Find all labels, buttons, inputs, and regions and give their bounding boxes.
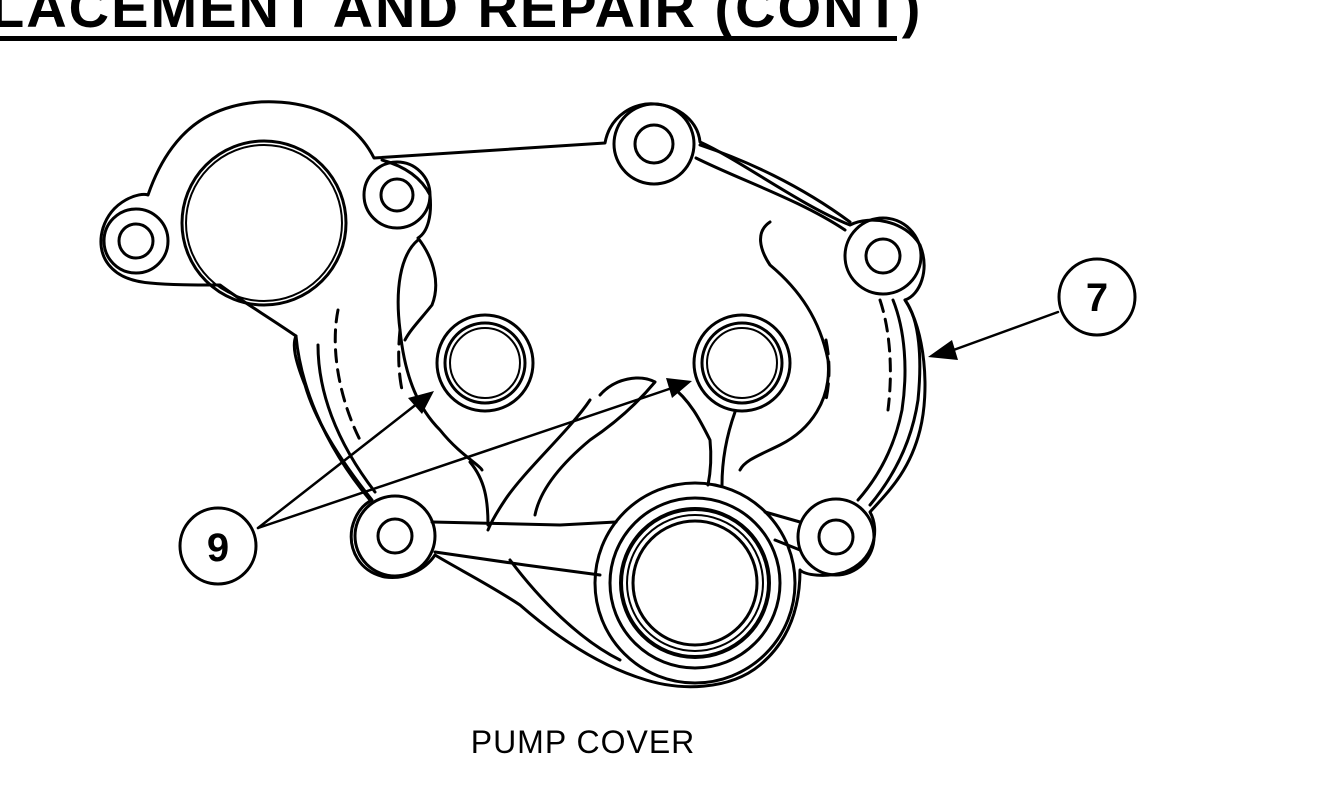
outlet-boss-ring-2 <box>619 507 771 659</box>
bushing-bore-right <box>692 313 792 413</box>
callout-9-bubble <box>178 506 258 586</box>
rib-left-outer <box>294 334 372 502</box>
outlet-boss-ring-3 <box>626 514 764 652</box>
callout-9-leader-left <box>256 401 420 530</box>
callout-9-leader-right <box>256 386 674 530</box>
callout-9-arrowhead-left <box>408 391 434 414</box>
outlet-bore <box>631 519 759 647</box>
rib-right-inner <box>856 298 907 502</box>
center-web-right-2 <box>720 410 737 487</box>
rib-right-outer <box>868 298 922 507</box>
callout-9-label: 9 <box>207 526 229 570</box>
lower-cavity-left <box>468 460 490 527</box>
mount-hole-left-boss <box>102 207 170 275</box>
rib-top-right-inner <box>698 143 852 224</box>
title-underline <box>0 36 897 41</box>
mount-hole-lower-right <box>817 518 855 556</box>
mount-hole-left <box>117 222 155 260</box>
callout-7-label: 7 <box>1086 276 1108 320</box>
lower-cross-rib-top <box>430 520 618 527</box>
page-title: LACEMENT AND REPAIR (CONT) <box>0 0 923 39</box>
callout-9-arrowhead-right <box>666 378 692 398</box>
mount-hole-right-boss <box>843 216 923 296</box>
left-flange-inner <box>380 158 438 342</box>
rib-top-right <box>694 156 847 232</box>
mount-hole-top <box>633 123 675 165</box>
bushing-right-inner <box>706 327 778 399</box>
rib-left-inner <box>316 343 377 494</box>
lower-diagonal-web <box>508 558 622 662</box>
right-cavity-dashed <box>824 338 831 402</box>
mount-hole-upper-left <box>379 177 415 213</box>
center-web-inner <box>486 398 592 532</box>
center-web-right <box>668 383 713 487</box>
callout-7-leader <box>946 310 1060 354</box>
left-cavity-dashed <box>397 328 404 392</box>
center-web-left <box>533 376 657 517</box>
rib-right-dashed <box>878 298 892 412</box>
bushing-left-inner <box>449 327 521 399</box>
callout-7-arrowhead <box>928 340 958 360</box>
bushing-left <box>443 321 527 405</box>
mount-hole-right <box>864 237 902 275</box>
bushing-bore-left <box>435 313 535 413</box>
inlet-bore-inner <box>185 144 343 302</box>
mount-hole-upper-left-boss <box>362 160 432 230</box>
mount-hole-lower-left <box>376 517 414 555</box>
lower-cross-rib-bottom <box>433 550 602 577</box>
outlet-boss-ring-1 <box>608 496 782 670</box>
left-cavity-outline <box>396 238 484 472</box>
right-cavity-outline <box>738 220 830 472</box>
mount-hole-top-boss <box>612 102 696 186</box>
callout-7-bubble <box>1057 257 1137 337</box>
outlet-boss-outer <box>593 481 797 685</box>
lower-right-rib <box>763 510 802 524</box>
rib-left-dashed <box>333 308 362 442</box>
mount-hole-lower-left-boss <box>353 494 437 578</box>
mount-hole-lower-right-boss <box>796 497 876 577</box>
inlet-bore <box>180 139 348 307</box>
figure-caption: PUMP COVER <box>470 724 696 760</box>
bushing-right <box>700 321 784 405</box>
